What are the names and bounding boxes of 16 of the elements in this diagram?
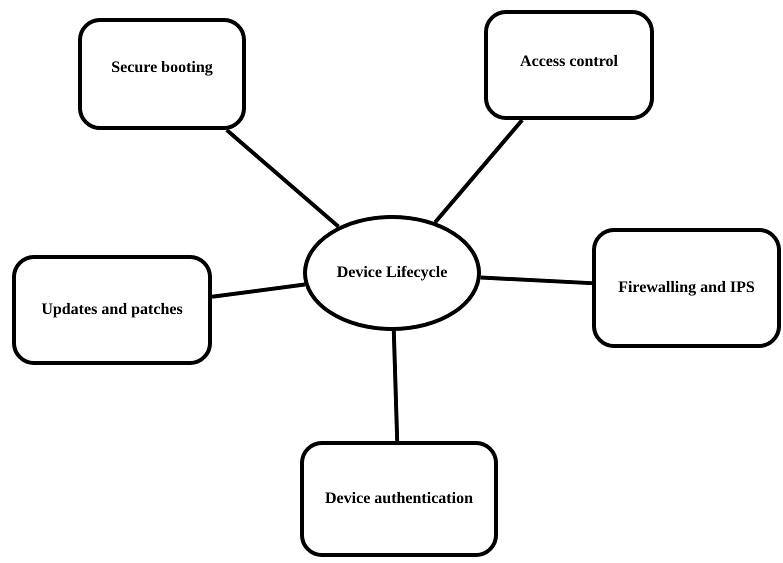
rounded-box bbox=[592, 228, 781, 348]
node-label: Updates and patches bbox=[41, 300, 183, 320]
node-label: Firewalling and IPS bbox=[618, 278, 755, 298]
node-label: Secure booting bbox=[111, 58, 213, 78]
rounded-box bbox=[300, 441, 498, 557]
connector-line bbox=[392, 330, 400, 442]
rounded-box bbox=[78, 18, 246, 130]
connector-line bbox=[225, 128, 340, 228]
connector-line bbox=[480, 276, 592, 286]
connector-line bbox=[212, 282, 306, 299]
rounded-box bbox=[12, 255, 212, 365]
node-label: Device authentication bbox=[325, 489, 473, 509]
node-label: Access control bbox=[520, 52, 618, 72]
node-label: Device Lifecycle bbox=[336, 263, 448, 283]
rounded-box bbox=[484, 10, 654, 120]
connector-line bbox=[434, 118, 524, 224]
